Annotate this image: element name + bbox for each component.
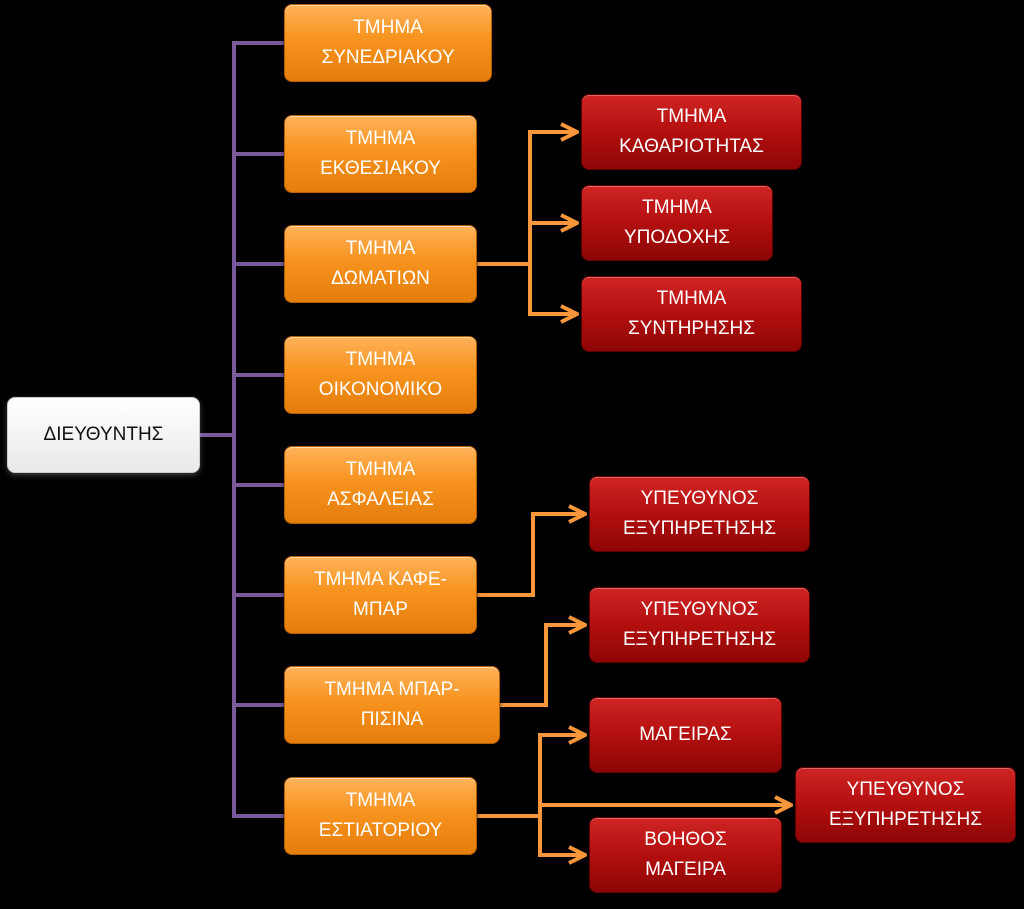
dept-kafe-bar: ΤΜΗΜΑ ΚΑΦΕ- ΜΠΑΡ [284,556,477,634]
unit-katharioitas: ΤΜΗΜΑ ΚΑΘΑΡΙΟΤΗΤΑΣ [581,94,802,170]
dept-oikonomiko: ΤΜΗΜΑ ΟΙΚΟΝΟΜΙΚΟ [284,336,477,414]
dept-ektheiakou: ΤΜΗΜΑ ΕΚΘΕΣΙΑΚΟΥ [284,115,477,193]
unit-syntirisis: ΤΜΗΜΑ ΣΥΝΤΗΡΗΣΗΣ [581,276,802,352]
dept-synedriakou: ΤΜΗΜΑ ΣΥΝΕΔΡΙΑΚΟΥ [284,4,492,82]
unit-kafe-bar-ypeuthynos: ΥΠΕΥΘΥΝΟΣ ΕΞΥΠΗΡΕΤΗΣΗΣ [589,476,810,552]
dept-bar-pisina: ΤΜΗΜΑ ΜΠΑΡ- ΠΙΣΙΝΑ [284,666,500,744]
dept-asfaleias: ΤΜΗΜΑ ΑΣΦΑΛΕΙΑΣ [284,446,477,524]
director-box: ΔΙΕΥΘΥΝΤΗΣ [7,397,200,473]
unit-ypodoxis: ΤΜΗΜΑ ΥΠΟΔΟΧΗΣ [581,185,773,261]
unit-estiatoriou-ypeuthynos: ΥΠΕΥΘΥΝΟΣ ΕΞΥΠΗΡΕΤΗΣΗΣ [795,767,1016,843]
dept-domation: ΤΜΗΜΑ ΔΩΜΑΤΙΩΝ [284,225,477,303]
dept-estiatoriou: ΤΜΗΜΑ ΕΣΤΙΑΤΟΡΙΟΥ [284,777,477,855]
unit-mageiras: ΜΑΓΕΙΡΑΣ [589,697,782,773]
unit-voithos-mageira: ΒΟΗΘΟΣ ΜΑΓΕΙΡΑ [589,817,782,893]
unit-bar-pisina-ypeuthynos: ΥΠΕΥΘΥΝΟΣ ΕΞΥΠΗΡΕΤΗΣΗΣ [589,587,810,663]
